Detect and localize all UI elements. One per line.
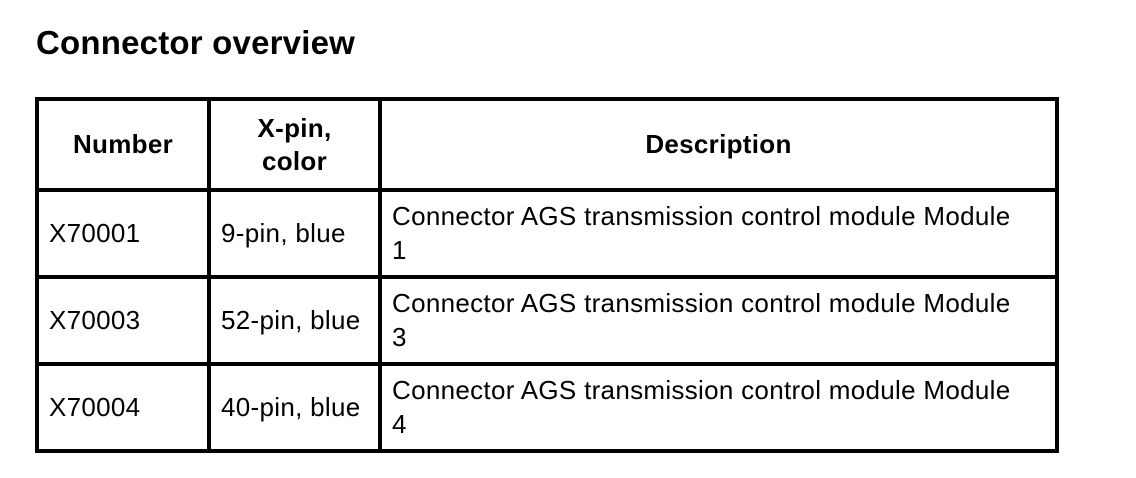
cell-connector-number: X70003 xyxy=(35,275,211,366)
table-row: X70003 52-pin, blue Connector AGS transm… xyxy=(35,275,1059,366)
cell-description: Connector AGS transmission control modul… xyxy=(378,188,1059,279)
cell-connector-number: X70001 xyxy=(35,188,211,279)
table-row: X70001 9-pin, blue Connector AGS transmi… xyxy=(35,188,1059,279)
cell-description: Connector AGS transmission control modul… xyxy=(378,362,1059,453)
connector-overview-table: Number X-pin, color Description X70001 9… xyxy=(35,97,1059,453)
cell-connector-number: X70004 xyxy=(35,362,211,453)
column-header-xpin-color: X-pin, color xyxy=(207,97,382,192)
cell-pin-color: 40-pin, blue xyxy=(207,362,382,453)
cell-pin-color: 52-pin, blue xyxy=(207,275,382,366)
table-header-row: Number X-pin, color Description xyxy=(35,97,1059,192)
column-header-description: Description xyxy=(378,97,1059,192)
cell-description: Connector AGS transmission control modul… xyxy=(378,275,1059,366)
page-title: Connector overview xyxy=(36,24,356,61)
cell-pin-color: 9-pin, blue xyxy=(207,188,382,279)
table-row: X70004 40-pin, blue Connector AGS transm… xyxy=(35,362,1059,453)
column-header-number: Number xyxy=(35,97,211,192)
